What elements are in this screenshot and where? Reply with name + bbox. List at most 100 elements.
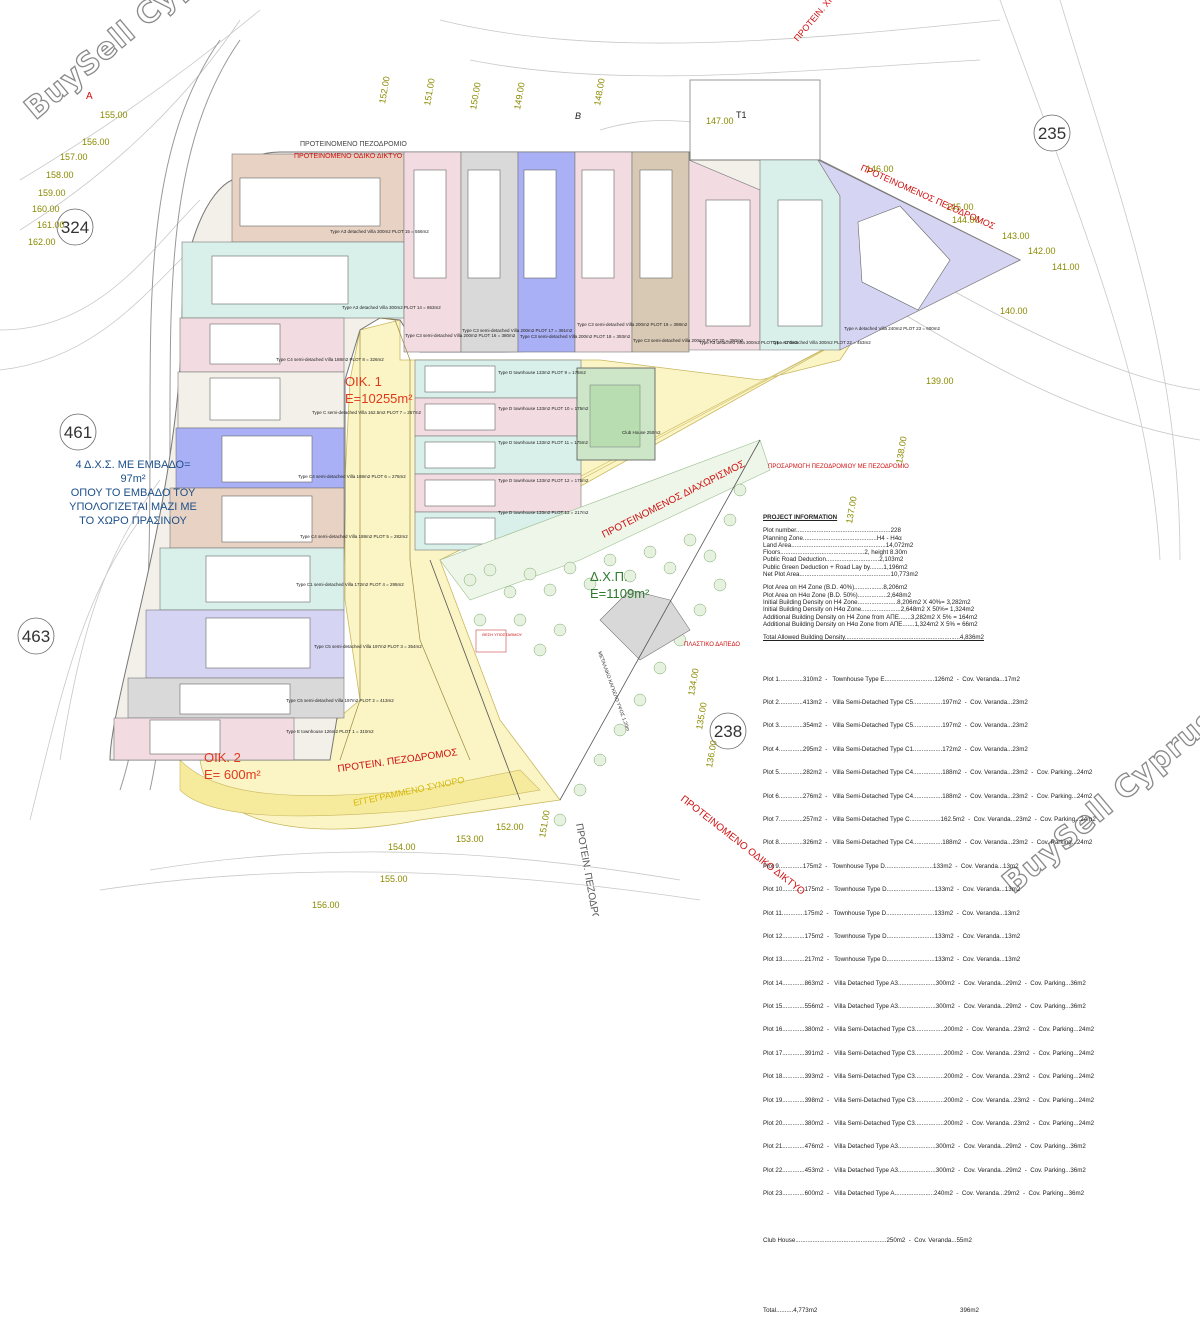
- level-value: 141.00: [1052, 262, 1080, 272]
- note-line: 97m²: [120, 473, 146, 485]
- info-line: Public Green Deduction + Road Lay by....…: [763, 563, 908, 571]
- level-value: 161.00: [37, 220, 65, 230]
- schedule-row: [763, 1214, 1200, 1222]
- plot-label: Type C4 semi-detached Villa 188m2 PLOT 8…: [276, 357, 384, 362]
- dxp-area: E=1109m²: [590, 586, 650, 601]
- info-line: Public Road Deduction...................…: [763, 556, 904, 564]
- plot-label: Type E townhouse 126m2 PLOT 1 = 310m2: [286, 729, 374, 734]
- schedule-row: Plot 23.............600m2 - Villa Detach…: [763, 1190, 1085, 1198]
- density-line: Plot Area on H4 Zone (B.D. 40%).........…: [763, 584, 908, 592]
- schedule-row: [763, 1260, 1200, 1268]
- parcel-circles: [17, 114, 1071, 750]
- level-value: 152.00: [496, 822, 524, 832]
- club-house-pool: [589, 384, 641, 448]
- yellow-boundary-band: [179, 759, 541, 817]
- plot-label: Type C semi-detached Villa 162.5m2 PLOT …: [312, 410, 422, 415]
- schedule-row: Plot 16.............380m2 - Villa Semi-D…: [763, 1026, 1095, 1034]
- note-line: ΟΠΟΥ ΤΟ ΕΜΒΑΔΟ ΤΟΥ: [70, 487, 196, 499]
- schedule-row: Plot 20.............380m2 - Villa Semi-D…: [763, 1120, 1095, 1128]
- density-line: Initial Building Density on H4α Zone....…: [763, 606, 975, 614]
- plot-label: Type D townhouse 133m2 PLOT 13 = 217m2: [498, 510, 589, 515]
- level-values: 155.00 156.00 157.00 158.00 159.00 160.0…: [28, 75, 1080, 910]
- level-value: 134.00: [686, 667, 701, 696]
- info-line: Net Plot Area...........................…: [763, 571, 919, 579]
- density-line: Additional Building Density on H4 Zone f…: [763, 613, 978, 621]
- schedule-row: Plot 4..............295m2 - Villa Semi-D…: [763, 745, 1028, 753]
- schedule-row: Plot 11.............175m2 - Townhouse Ty…: [763, 909, 1020, 917]
- schedule-row: [763, 1284, 1200, 1292]
- level-value: 156.00: [82, 137, 110, 147]
- level-value: 160.00: [32, 204, 60, 214]
- schedule-row: Total..........4,773m2 396m2: [763, 1307, 979, 1315]
- parcel-circle-461: [59, 413, 97, 451]
- schedule-row: Plot 6..............276m2 - Villa Semi-D…: [763, 792, 1093, 800]
- level-value: 138.00: [894, 435, 909, 464]
- road-label: ΠΛΑΣΤΙΚΟ ΔΑΠΕΔΟ: [684, 642, 740, 648]
- level-value: 156.00: [312, 900, 340, 910]
- plot-label: Type C1 semi-detached Villa 172m2 PLOT 4…: [296, 582, 404, 587]
- level-value: 139.00: [926, 376, 954, 386]
- schedule-row: Plot 5..............282m2 - Villa Semi-D…: [763, 769, 1093, 777]
- schedule-row: Plot 7..............257m2 - Villa Semi-D…: [763, 815, 1096, 823]
- plot-label: Type A3 detached Villa 300m2 PLOT 21 = 4…: [699, 340, 798, 345]
- plot-label: Type D townhouse 133m2 PLOT 10 = 175m2: [498, 406, 589, 411]
- plot-label: Type D townhouse 133m2 PLOT 11 = 175m2: [498, 440, 589, 445]
- parcel-number: 235: [1038, 124, 1066, 143]
- road-label: ΠΡΟΤΕΙΝ. ΠΕΖΟΔΡΟΜΟ: [573, 823, 604, 916]
- level-value: 153.00: [456, 834, 484, 844]
- parcel-circle-463: [17, 617, 55, 655]
- schedule-row: Plot 1..............310m2 - Townhouse Ty…: [763, 675, 1020, 683]
- building-footprints: [149, 169, 951, 755]
- plot-schedule: Plot 1..............310m2 - Townhouse Ty…: [763, 660, 1200, 1323]
- parcel-number: 324: [61, 218, 89, 237]
- road-edges: [339, 317, 471, 761]
- parcel-circle-235: [1033, 114, 1071, 152]
- road-label: ΠΡΟΤΕΙΝΟΜΕΝΟ ΟΔΙΚΟ ΔΙΚΤΥΟ: [294, 153, 403, 160]
- plot-label: Type C3 semi-detached Villa 200m2 PLOT 2…: [633, 338, 744, 343]
- schedule-row: Plot 8..............326m2 - Villa Semi-D…: [763, 839, 1093, 847]
- schedule-row: Plot 18.............393m2 - Villa Semi-D…: [763, 1073, 1095, 1081]
- site-plan: 324 461 463 235 238 A B T1 155.00 156.00…: [0, 0, 1200, 916]
- schedule-row: Plot 3..............354m2 - Villa Semi-D…: [763, 722, 1028, 730]
- schedule-row: Plot 21.............476m2 - Villa Detach…: [763, 1143, 1086, 1151]
- plot-label: Type A3 detached Villa 300m2 PLOT 14 = 8…: [342, 305, 441, 310]
- plot-label: Club House 250m2: [622, 430, 661, 435]
- level-value: 155.00: [100, 110, 128, 120]
- point-label-t1: T1: [736, 110, 747, 120]
- info-line: Planning Zone...........................…: [763, 534, 902, 542]
- schedule-row: Club House..............................…: [763, 1236, 972, 1244]
- level-value: 149.00: [512, 81, 527, 110]
- info-line: Floors..................................…: [763, 549, 908, 557]
- schedule-row: Plot 19.............398m2 - Villa Semi-D…: [763, 1096, 1095, 1104]
- level-value: 135.00: [694, 701, 709, 730]
- level-value: 154.00: [388, 842, 416, 852]
- level-value: 151.00: [537, 809, 552, 838]
- dxp-name: Δ.Χ.Π.: [590, 569, 628, 584]
- schedule-row: Plot 9..............175m2 - Townhouse Ty…: [763, 862, 1019, 870]
- level-value: 151.00: [422, 77, 437, 106]
- schedule-row: Plot 15.............556m2 - Villa Detach…: [763, 1003, 1086, 1011]
- level-value: 162.00: [28, 237, 56, 247]
- plaza: [599, 589, 691, 661]
- level-value: 137.00: [844, 495, 859, 524]
- project-information: PROJECT INFORMATION Plot number.........…: [763, 514, 1200, 641]
- parcel-circle-324: [56, 208, 94, 246]
- road-label: ΠΡΟΤΕΙΝ. ΧΡΗΣΗ ΥΓ: [792, 0, 857, 43]
- parcel-circle-238: [709, 712, 747, 750]
- level-value: 142.00: [1028, 246, 1056, 256]
- oik2-area: E= 600m²: [204, 767, 261, 782]
- plot-label: Type C3 semi-detached Villa 200m2 PLOT 1…: [405, 333, 516, 338]
- level-value: 147.00: [706, 116, 734, 126]
- plot-labels: Type A3 detached Villa 300m2 PLOT 15 = 5…: [276, 229, 941, 734]
- schedule-row: Plot 13.............217m2 - Townhouse Ty…: [763, 956, 1021, 964]
- oik2-name: ΟΙΚ. 2: [204, 750, 241, 765]
- parcel-number: 238: [714, 722, 742, 741]
- oik1-name: ΟΙΚ. 1: [345, 374, 382, 389]
- plot-label: Type D townhouse 133m2 PLOT 9 = 175m2: [498, 370, 586, 375]
- level-value: 152.00: [377, 75, 392, 104]
- plot-label: Type C5 semi-detached Villa 197m2 PLOT 3…: [314, 644, 422, 649]
- trees: [463, 483, 747, 827]
- road-label: ΜΕΤΑΛΛΙΚΟ ΚΑΓΚΕΛΟ ΥΨΟΣ 1.20m: [596, 651, 630, 732]
- level-value: 143.00: [1002, 231, 1030, 241]
- plot-label: Type C4 semi-detached Villa 188m2 PLOT 6…: [298, 474, 406, 479]
